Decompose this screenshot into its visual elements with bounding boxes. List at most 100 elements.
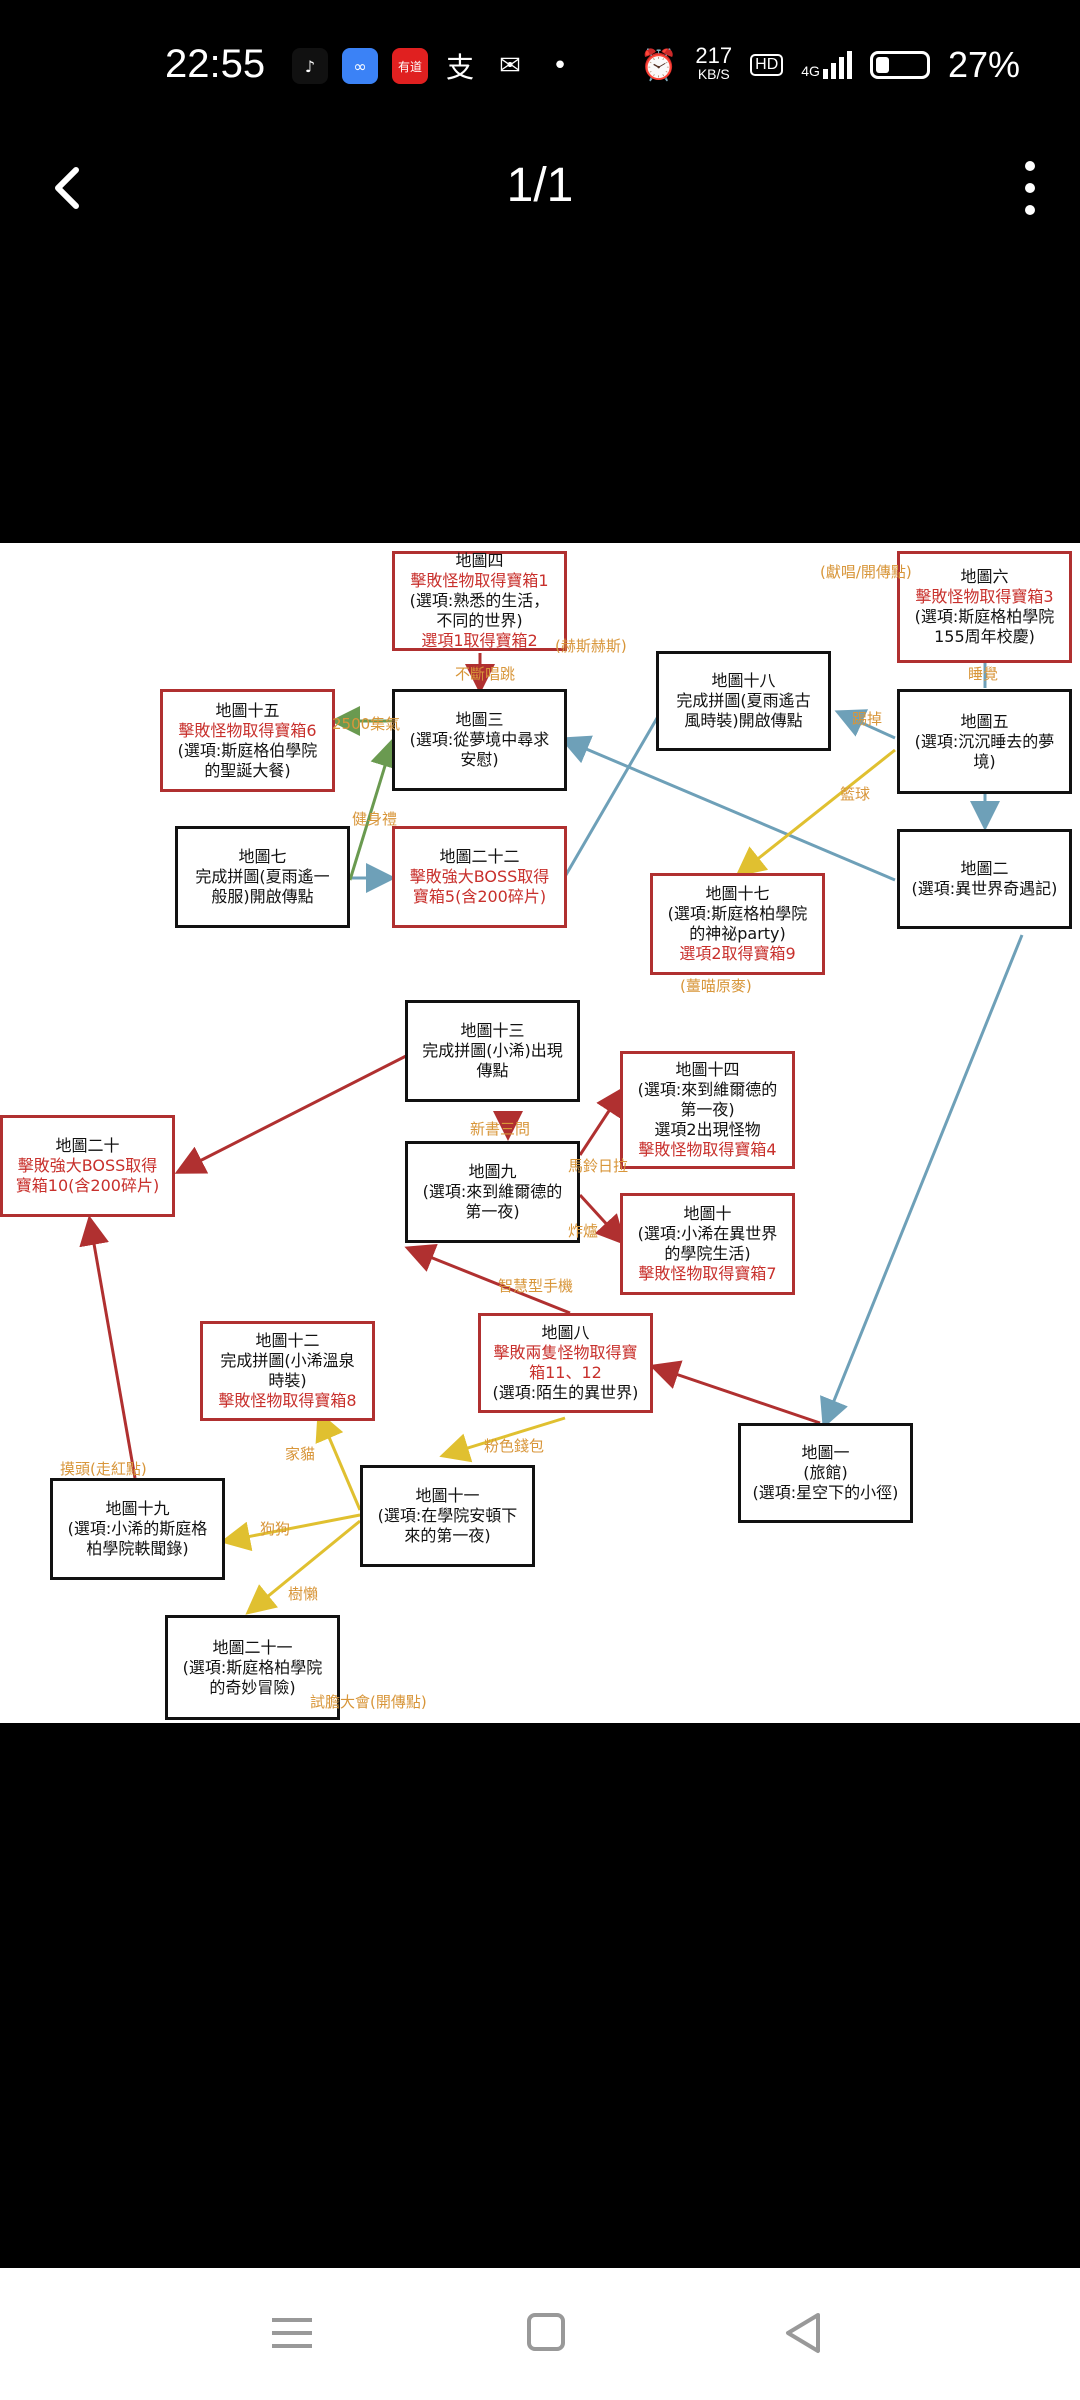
image-counter: 1/1 (506, 159, 574, 212)
node-text: 選項2出現怪物 (654, 1120, 761, 1139)
map-node-n21: 地圖二十一(選項:斯庭格柏學院的奇妙冒險) (165, 1615, 340, 1720)
edge-label: 馬鈴日拉 (568, 1157, 629, 1175)
node-text: (選項:斯庭格柏學院 (914, 607, 1055, 626)
node-text: 地圖五 (960, 711, 1009, 731)
node-text: (選項:星空下的小徑) (752, 1483, 899, 1502)
node-text: 地圖十八 (711, 671, 776, 690)
home-button[interactable] (516, 2308, 576, 2358)
chevron-left-icon (55, 167, 79, 209)
edge (578, 1085, 626, 1156)
node-text: 地圖九 (468, 1162, 517, 1181)
node-text: 地圖二十 (55, 1136, 120, 1155)
node-text: (選項:斯庭格柏學院 (667, 904, 808, 923)
node-text: 箱11、12 (529, 1363, 602, 1382)
node-text: 擊敗怪物取得寶箱7 (638, 1264, 777, 1283)
system-indicators: ⏰ 217 KB/S HD 4G 27% (640, 44, 1020, 86)
node-text: (選項:來到維爾德的 (637, 1080, 778, 1099)
map-node-n8: 地圖八擊敗兩隻怪物取得寶箱11、12(選項:陌生的異世界) (478, 1313, 653, 1413)
edge (245, 1519, 361, 1615)
node-text: (選項:斯庭格伯學院 (177, 740, 318, 760)
node-text: 擊敗強大BOSS取得 (409, 867, 550, 886)
square-icon (527, 2313, 565, 2351)
node-text: (選項:熟悉的生活， (409, 591, 550, 610)
node-text: 般服)開啟傳點 (211, 887, 314, 906)
edge (820, 934, 1024, 1429)
map-node-n2: 地圖二(選項:異世界奇遇記) (897, 829, 1072, 929)
node-text: (旅館) (803, 1463, 848, 1482)
map-node-n20: 地圖二十擊敗強大BOSS取得寶箱10(含200碎片) (0, 1115, 175, 1217)
edge (578, 1193, 627, 1246)
node-text: 完成拼圖(小浠)出現 (422, 1041, 563, 1060)
map-node-n9: 地圖九(選項:來到維爾德的第一夜) (405, 1141, 580, 1243)
node-text: 時裝) (268, 1371, 307, 1390)
hd-icon: HD (750, 54, 784, 76)
node-text: 擊敗怪物取得寶箱1 (410, 571, 549, 590)
map-node-n14: 地圖十四(選項:來到維爾德的第一夜)選項2出現怪物擊敗怪物取得寶箱4 (620, 1051, 795, 1169)
edge-label: 狗狗 (260, 1520, 291, 1538)
back-nav-button[interactable] (774, 2308, 834, 2358)
node-text: 的學院生活) (664, 1244, 751, 1263)
node-text: 境) (973, 751, 996, 771)
node-text: 地圖十 (683, 1204, 732, 1223)
node-text: 地圖二十一 (212, 1637, 293, 1657)
node-text: 地圖三 (455, 710, 504, 729)
map-node-n10: 地圖十(選項:小浠在異世界的學院生活)擊敗怪物取得寶箱7 (620, 1193, 795, 1295)
edge (174, 1053, 409, 1174)
edge (834, 709, 896, 740)
node-text: 地圖十四 (675, 1060, 740, 1079)
viewer-toolbar: 1/1 (0, 140, 1080, 240)
menu-button[interactable] (262, 2308, 322, 2358)
map-node-n7: 地圖七完成拼圖(夏雨遙一般服)開啟傳點 (175, 826, 350, 928)
youdao-icon: 有道 (392, 48, 428, 84)
edge-label: 籃球 (840, 785, 871, 803)
node-text: 地圖二 (960, 859, 1009, 878)
node-text: 的神祕party) (689, 924, 786, 943)
node-text: 不同的世界) (436, 611, 523, 630)
edge-label: 樹懶 (288, 1585, 319, 1603)
node-text: 地圖四 (455, 551, 504, 570)
node-text: (選項:從夢境中尋求 (409, 730, 550, 749)
signal-icon: 4G (801, 51, 852, 79)
map-node-n19: 地圖十九(選項:小浠的斯庭格柏學院軼聞錄) (50, 1478, 225, 1580)
more-dot-icon (1025, 183, 1035, 193)
alipay-icon: 支 (445, 51, 474, 84)
node-text: (選項:小浠在異世界 (637, 1224, 778, 1243)
node-text: 擊敗強大BOSS取得 (17, 1156, 158, 1175)
network-speed: 217 KB/S (695, 43, 733, 83)
back-button[interactable] (40, 158, 100, 218)
node-text: (選項:在學院安頓下 (377, 1506, 518, 1525)
edge (561, 712, 662, 881)
edge (220, 1513, 361, 1552)
edge-label: 試膽大會(開傳點) (310, 1693, 427, 1711)
node-text: 地圖二十二 (439, 847, 520, 866)
edges (79, 653, 1024, 1615)
triangle-back-icon (786, 2313, 820, 2353)
node-text: 地圖十五 (215, 700, 280, 720)
node-text: 完成拼圖(小浠溫泉 (220, 1351, 355, 1370)
infinity-app-icon: ∞ (342, 48, 378, 84)
node-text: 完成拼圖(夏雨遙一 (195, 867, 330, 886)
map-node-n1: 地圖一(旅館)(選項:星空下的小徑) (738, 1423, 913, 1523)
map-node-n12: 地圖十二完成拼圖(小浠溫泉時裝)擊敗怪物取得寶箱8 (200, 1321, 375, 1421)
node-text: 地圖十三 (460, 1021, 525, 1040)
map-node-n4: 地圖四擊敗怪物取得寶箱1(選項:熟悉的生活，不同的世界)選項1取得寶箱2 (392, 551, 567, 651)
edge-label: 不斷唱跳 (455, 665, 516, 683)
node-text: 擊敗怪物取得寶箱8 (218, 1391, 357, 1410)
edge-label: 踢掉 (852, 710, 883, 728)
node-text: 地圖六 (960, 567, 1009, 586)
node-text: 的奇妙冒險) (209, 1677, 296, 1697)
wechat-icon: ✉ (499, 51, 521, 81)
edge-label: (薑喵原麥) (680, 977, 752, 995)
node-text: 155周年校慶) (934, 627, 1035, 646)
node-text: (選項:陌生的異世界) (492, 1383, 639, 1402)
node-text: 安慰) (460, 750, 499, 769)
map-node-n3: 地圖三(選項:從夢境中尋求安慰) (392, 689, 567, 791)
edge-label: 睡覺 (968, 665, 999, 683)
edge (439, 1416, 566, 1463)
node-text: (選項:來到維爾德的 (422, 1182, 563, 1201)
map-node-n17: 地圖十七(選項:斯庭格柏學院的神祕party)選項2取得寶箱9 (650, 873, 825, 975)
more-options-button[interactable] (1000, 158, 1060, 218)
edge-label: 智慧型手機 (498, 1277, 574, 1295)
node-text: 地圖十二 (255, 1331, 320, 1350)
